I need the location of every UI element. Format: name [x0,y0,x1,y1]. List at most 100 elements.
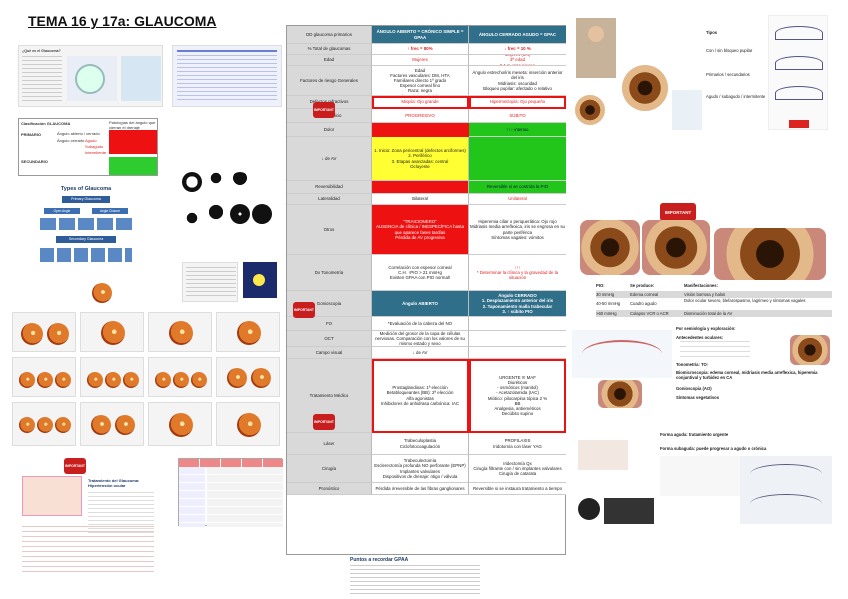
table-cell-closed-angle: ↑↑↑* Determinar la clínica y la gravedad… [469,255,566,291]
pio-row-bg [596,291,832,298]
table-cell-line: Miótico: pilocarpina tópica 2 % [487,395,548,401]
fundus-image [55,372,71,388]
table-cell-closed-angle [469,137,566,181]
table-cell-line: Reversible si se instaura tratamiento a … [472,485,563,491]
angle-curve [775,26,823,40]
table-cell-line: Láser [323,440,335,446]
fundus-grid [12,312,282,452]
table-cell-line: 1. Inicio: Zona pericentral (defectos ar… [374,148,466,154]
table-cell-line: Campo visual [315,349,343,355]
visual-field-image [252,204,272,224]
pio-header: Se produce: [630,283,655,288]
table-row-label: Factores de riesgo Generales [287,66,372,96]
table-row-label: Cirugía [287,455,372,483]
oct-highlight [253,274,265,286]
drug-table-header [179,459,283,467]
table-cell-line: "TRAICIONERO" [403,219,437,225]
treatment-title: Tratamiento del Glaucoma: Hipertensión o… [88,478,140,488]
visual-field-grid [180,170,272,240]
table-cell-line: Analgesia, antieméticos [494,405,541,411]
table-row-label: ↓ de AV [287,137,372,181]
classification-secondary: SECUNDARIO [21,159,48,164]
table-cell-open-angle: *Evaluación de la cabeza del NO [372,317,469,331]
table-row-label: Lateralidad [287,194,372,205]
tonometry-slide [182,262,238,302]
angle-curve [582,340,662,368]
table-cell-line: 2. Taponamiento malla trabecular [482,303,553,309]
types-subtype-boxes [40,218,132,230]
bullet-item: Síntomas vegetativos [676,395,720,400]
important-badge: IMPORTANT [64,458,86,474]
pupil-photo [578,498,600,520]
angle-curve [750,494,822,514]
types-open-box: Open Angle [44,208,80,214]
bullet-item: Gonioscopia (AO) [676,386,712,391]
table-cell-line: C.H. ↑PIO > 21 mmHg [398,269,442,275]
table-cell-line: ↓ frec = 10 % [504,46,531,52]
fundus-image [237,321,261,345]
table-cell-line: SÚBITO [509,112,526,118]
table-cell-open-angle: Ángulo ABIERTO [372,291,469,317]
slide-text-lines [186,267,236,297]
bullet-item: Antecedentes oculares: [676,335,724,340]
important-badge-label: IMPORTANT [664,209,692,215]
table-cell-line: Pérdida de AV progresiva [395,234,445,240]
table-cell-closed-angle: Reversible si se controla la PIO [469,181,566,194]
table-cell-line: Medición del grosor de la capa de célula… [375,331,465,347]
table-cell-line: Iridotomía con láser YAG [493,443,542,449]
classification-green-cell [109,157,157,175]
table-cell-line: Reversibilidad [315,184,343,190]
classification-item: Agudo [85,138,97,143]
glaucoma-info-slide [172,45,282,107]
table-cell-line: Edad [414,67,426,73]
table-cell-open-angle: ↓ de AV [372,347,469,359]
fundus-image [37,372,53,388]
types-of-glaucoma-diagram: Types of Glaucoma Primary Glaucoma Open … [38,186,134,278]
table-cell-line: Implantes valvulares [399,468,441,474]
table-row-label: FO [287,317,372,331]
table-row-label: % Total de glaucomas [287,44,372,55]
page-title: TEMA 16 y 17a: GLAUCOMA [28,13,217,29]
angle-curve [775,56,823,70]
fundus-image [19,372,35,388]
eye-photo [575,95,605,125]
pio-cell: Colapso VCR o ACR [630,311,669,316]
table-cell-line: Correlación con espesor corneal [388,264,452,270]
types-title: Types of Glaucoma [60,186,112,192]
tipos-item: Con / sin bloqueo pupilar [706,48,753,53]
table-cell-line: Bloqueo pupilar: afectado o relativo [483,85,552,91]
fundus-image [123,372,139,388]
table-cell-line: Existen GPAA con PIO normal! [389,275,451,281]
patient-face [588,26,604,42]
table-cell-line: Ángulo ABIERTO [402,300,438,306]
table-cell-open-angle: Medición del grosor de la capa de célula… [372,331,469,347]
fundus-image [227,368,247,388]
table-cell-closed-angle: ↓ frec = 10 % [469,44,566,55]
table-cell-line: Miopía: Ojo grande [401,99,439,105]
table-cell-line: Reversible si se controla la PIO [486,184,549,190]
angle-diagram [740,456,832,524]
drug-table [178,458,283,527]
table-row-label: Reversibilidad [287,181,372,194]
pio-header: PIO: [596,283,605,288]
fundus-image [92,283,112,303]
table-header-cell: DD glaucoma primarios [287,26,372,44]
table-cell-closed-angle [469,347,566,359]
angle-curve [775,86,823,100]
table-cell-line: Hiperemia ciliar o periquerática: Ojo ro… [478,219,557,225]
fundus-image [55,417,71,433]
table-cell-line: Diuréticos [507,379,528,385]
drug-table-names [179,467,205,527]
angle-closure-diagram [572,330,672,378]
table-header-open-angle: ÁNGULO ABIERTO = CRÓNICO SIMPLE = GPAA [372,26,469,44]
tipos-title: Tipos [706,30,718,35]
table-cell-line: Dx Tonometría [314,269,344,275]
table-cell-line: Familiares directo 1º grado [393,77,447,83]
table-cell-line: Raza: negra [408,88,432,94]
table-cell-line: ↓ de AV [321,155,337,161]
fundus-image [237,413,261,437]
table-cell-line: Espesor corneal fino [399,83,441,89]
